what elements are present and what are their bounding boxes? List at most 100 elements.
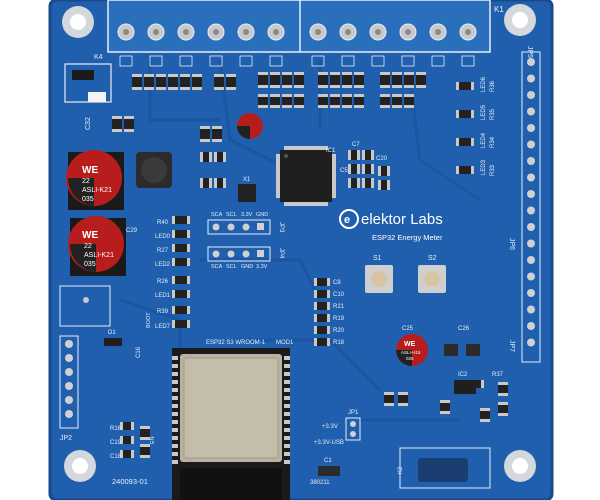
terminal-silk-box xyxy=(461,55,475,67)
capacitor-big-1 xyxy=(66,150,124,210)
module-pad xyxy=(172,356,178,360)
module-pad xyxy=(284,364,290,368)
header-jp2-pins xyxy=(65,340,73,418)
header-jp2 xyxy=(59,335,79,429)
connector-k4 xyxy=(64,63,112,103)
module-pad xyxy=(172,444,178,448)
smd-component xyxy=(120,450,134,458)
label-ic2: IC2 xyxy=(458,372,468,378)
smd-component xyxy=(282,72,292,88)
smd-component xyxy=(120,436,134,444)
smd-component xyxy=(282,94,292,108)
cap2-brand: WE xyxy=(82,230,98,241)
label-led6: LED6 xyxy=(481,76,487,92)
smd-component xyxy=(416,72,426,88)
label-plus-33v-usb: +3.3V-USB xyxy=(314,440,344,446)
module-pad xyxy=(172,372,178,376)
smd-component xyxy=(318,94,328,108)
label-c19: C19 xyxy=(110,440,122,446)
terminal-silk-box xyxy=(149,55,163,67)
smd-component xyxy=(378,180,390,190)
label-r21: R21 xyxy=(333,304,345,310)
smd-component xyxy=(342,94,352,108)
smd-component xyxy=(392,72,402,88)
label-c16: C16 xyxy=(136,346,142,358)
smd-component xyxy=(380,94,390,108)
smd-component xyxy=(172,216,190,224)
smd-component xyxy=(348,178,360,188)
pcb-edge-shade xyxy=(48,0,554,500)
board-subtitle: ESP32 Energy Meter xyxy=(372,233,443,242)
smd-component xyxy=(456,138,474,146)
label-en: EN xyxy=(150,436,156,444)
smd-parts xyxy=(112,72,508,458)
date-code: 380211 xyxy=(310,480,330,486)
header-pin xyxy=(65,368,73,376)
mounting-hole-top-left xyxy=(62,6,94,38)
terminal-screw xyxy=(339,23,357,41)
smd-component xyxy=(270,94,280,108)
label-c25: C25 xyxy=(402,326,414,332)
label-c1: C1 xyxy=(324,458,332,464)
smd-component xyxy=(314,278,330,286)
terminal-silk-row xyxy=(119,55,475,67)
smd-component xyxy=(480,408,490,422)
smd-component xyxy=(192,74,202,90)
cap1-value: 22 xyxy=(82,178,90,185)
module-pad xyxy=(284,372,290,376)
terminal-block-k1 xyxy=(107,0,491,53)
header-pin xyxy=(527,256,535,264)
header-pin xyxy=(527,272,535,281)
header-pin xyxy=(527,107,535,116)
smd-component xyxy=(226,74,236,90)
cap2-value: 22 xyxy=(84,243,92,250)
module-pad xyxy=(284,404,290,408)
cap-c25-code: 025 xyxy=(406,356,414,361)
diode-d1 xyxy=(104,338,122,346)
terminal-screw xyxy=(207,23,225,41)
smd-component xyxy=(214,74,224,90)
label-c29: C29 xyxy=(126,228,138,234)
label-s2: S2 xyxy=(428,255,437,262)
header-pin xyxy=(527,157,535,165)
label-c7: C7 xyxy=(352,142,360,148)
module-pad xyxy=(172,404,178,408)
smd-component xyxy=(156,74,166,90)
header-pin xyxy=(527,223,535,231)
smd-component xyxy=(330,72,340,88)
smd-component xyxy=(270,72,280,88)
terminal-silk-box xyxy=(119,55,133,67)
smd-component xyxy=(354,94,364,108)
label-led3: LED3 xyxy=(481,159,487,175)
connector-outline-left xyxy=(59,285,111,327)
smd-component xyxy=(314,314,330,322)
cap1-series: ASLI-K21 xyxy=(82,187,112,194)
header-pin xyxy=(527,124,535,132)
header-pin xyxy=(65,354,73,362)
header-jp1 xyxy=(345,417,361,441)
terminal-silk-box xyxy=(431,55,445,67)
usb-connector xyxy=(399,447,491,489)
module-pad xyxy=(284,420,290,424)
label-r19: R19 xyxy=(333,316,345,322)
module-pad xyxy=(172,396,178,400)
smd-component xyxy=(314,302,330,310)
ic1-chip xyxy=(276,146,336,206)
smd-component xyxy=(378,166,390,176)
header-pin xyxy=(527,322,535,330)
smd-component xyxy=(132,74,142,90)
terminal-silk-box xyxy=(401,55,415,67)
label-r34: R34 xyxy=(490,136,496,148)
header-jp5-pins xyxy=(527,58,535,347)
label-r20: R20 xyxy=(333,328,345,334)
smd-component xyxy=(294,94,304,108)
terminal-silk-box xyxy=(239,55,253,67)
jp3-gnd: GND xyxy=(256,212,268,218)
smd-component xyxy=(172,276,190,284)
smd-component xyxy=(498,382,508,396)
smd-component xyxy=(392,94,402,108)
cap-c25-brand: WE xyxy=(404,341,416,348)
terminal-screw xyxy=(399,23,417,41)
smd-component xyxy=(172,320,190,328)
module-pad xyxy=(172,364,178,368)
